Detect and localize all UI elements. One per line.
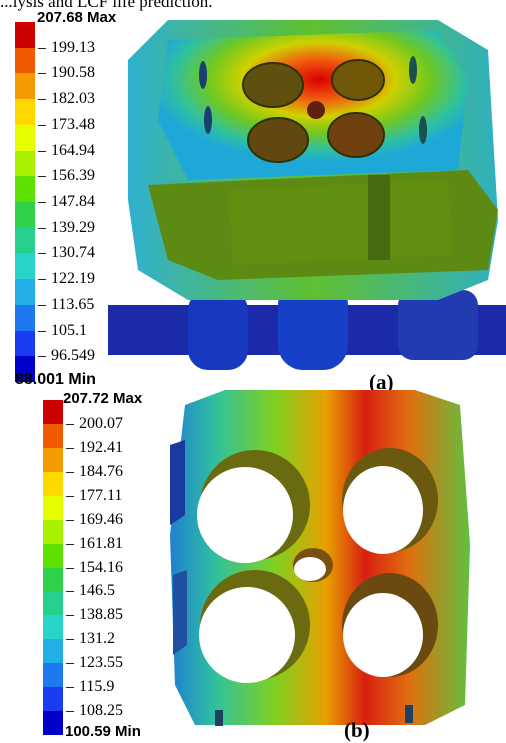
legend-tick-label: 184.76 [79,462,123,480]
color-scale-segment [15,124,35,152]
legend-tick-mark [38,227,46,229]
legend-tick-mark [38,253,46,255]
legend-max-label-b: 207.72 Max [63,390,143,407]
legend-tick-label: 105.1 [51,321,87,339]
legend-tick-mark [66,615,74,617]
legend-tick-label: 190.58 [51,64,95,82]
legend-tick-mark [66,447,74,449]
legend-tick-mark [66,591,74,593]
legend-tick-mark [66,663,74,665]
panel-label-b: (b) [344,718,370,742]
color-scale-segment [15,73,35,100]
legend-tick-label: 156.39 [51,167,95,185]
color-scale-segment [43,543,63,568]
caption-fragment: ...lysis and LCF life prediction. [0,0,213,11]
color-scale-segment [43,591,63,616]
legend-tick-label: 147.84 [51,193,95,210]
stress-contour-model-b [170,390,470,726]
color-scale-segment [43,711,63,736]
legend-tick-label: 108.25 [79,702,123,720]
legend-tick-mark [38,73,46,75]
color-scale-segment [15,227,35,254]
legend-tick-label: 130.74 [51,244,95,262]
legend-tick-mark [38,356,46,358]
color-scale-segment [15,304,35,332]
legend-tick-label: 199.13 [51,38,95,56]
color-legend-b: 207.72 Max 200.07 192.41 184.76 177.11 169.4… [43,391,203,740]
legend-tick-label: 96.549 [51,347,95,365]
color-scale-segment [15,330,35,357]
color-scale-segment [43,663,63,688]
legend-tick-label: 154.16 [79,558,123,576]
legend-tick-label: 115.9 [79,678,115,696]
legend-tick-mark [66,711,74,713]
legend-tick-label: 123.55 [79,654,123,672]
legend-tick-label: 177.11 [79,486,123,504]
legend-tick-mark [38,150,46,152]
color-scale-segment [15,176,35,203]
color-scale-segment [15,279,35,306]
legend-tick-mark [38,99,46,101]
legend-tick-label: 182.03 [51,90,95,108]
color-scale-segment [15,99,35,126]
legend-tick-mark [66,423,74,425]
legend-tick-mark [66,543,74,545]
color-scale-segment [43,519,63,545]
legend-tick-mark [66,567,74,569]
legend-min-label-b: 100.59 Min [65,723,141,740]
legend-tick-label: 173.48 [51,115,95,133]
legend-tick-mark [38,330,46,332]
legend-tick-mark [38,202,46,203]
color-scale-segment [43,423,63,449]
color-scale-segment [15,202,35,229]
color-scale-bar-a [15,22,35,383]
legend-tick-mark [38,124,46,126]
legend-tick-mark [66,495,74,497]
color-scale-segment [15,253,35,280]
legend-tick-label: 146.5 [79,582,115,600]
legend-tick-label: 192.41 [79,438,123,456]
color-scale-bar-b [43,400,63,736]
color-scale-segment [43,687,63,712]
legend-tick-label: 131.2 [79,630,115,648]
legend-tick-label: 138.85 [79,606,123,624]
color-legend-a: 207.68 Max 199.13 190.58 182.03 173.48 164.9… [15,10,175,388]
color-scale-segment [43,495,63,521]
legend-tick-label: 113.65 [51,295,95,313]
stress-contour-model-a [108,20,506,370]
legend-tick-mark [66,687,74,689]
legend-tick-mark [38,47,46,49]
color-scale-segment [15,356,35,383]
color-scale-segment [15,150,35,177]
color-scale-segment [43,400,63,425]
color-scale-segment [43,639,63,664]
color-scale-segment [15,22,35,49]
legend-tick-label: 139.29 [51,218,95,236]
color-scale-segment [43,471,63,497]
legend-tick-mark [38,176,46,178]
legend-tick-label: 164.94 [51,141,95,159]
color-scale-segment [43,567,63,592]
legend-tick-mark [66,519,74,521]
color-scale-segment [43,447,63,473]
legend-tick-label: 161.81 [79,534,123,552]
color-scale-segment [43,615,63,640]
legend-tick-label: 122.19 [51,270,95,288]
legend-tick-mark [66,639,74,641]
legend-max-label-a: 207.68 Max [37,9,117,26]
legend-tick-mark [38,304,46,306]
legend-tick-mark [38,279,46,281]
legend-tick-mark [66,471,74,473]
legend-tick-label: 169.46 [79,510,123,528]
legend-min-label-a: 88.001 Min [15,371,96,388]
legend-tick-label: 200.07 [79,414,123,432]
color-scale-segment [15,47,35,74]
